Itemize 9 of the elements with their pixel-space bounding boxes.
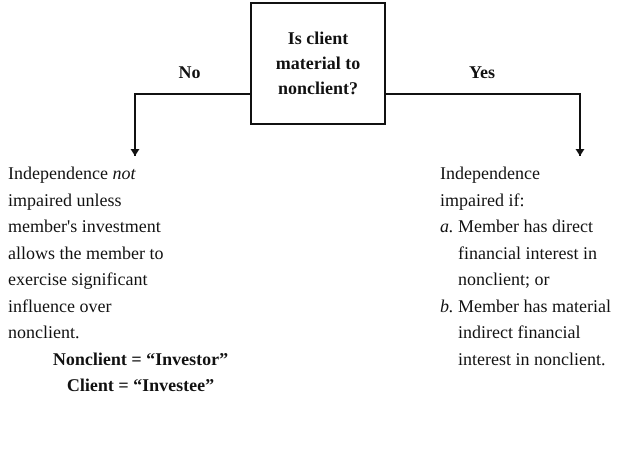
decision-box (250, 2, 386, 125)
equation-text: Nonclient = “Investor” (52, 348, 230, 370)
arrow (386, 93, 584, 156)
arrow (132, 93, 250, 156)
outcome-text: Independence not impaired unless member's investment allows the member to exercise significant influence over nonclient. (8, 162, 164, 344)
question-text: Is client material to nonclient? (274, 27, 362, 100)
outcome-text: Independence impaired if: (440, 162, 541, 212)
equation-text: Client = “Investee” (66, 374, 216, 397)
list-item: b. Member has material indirect financial interest in nonclient. (440, 294, 612, 370)
